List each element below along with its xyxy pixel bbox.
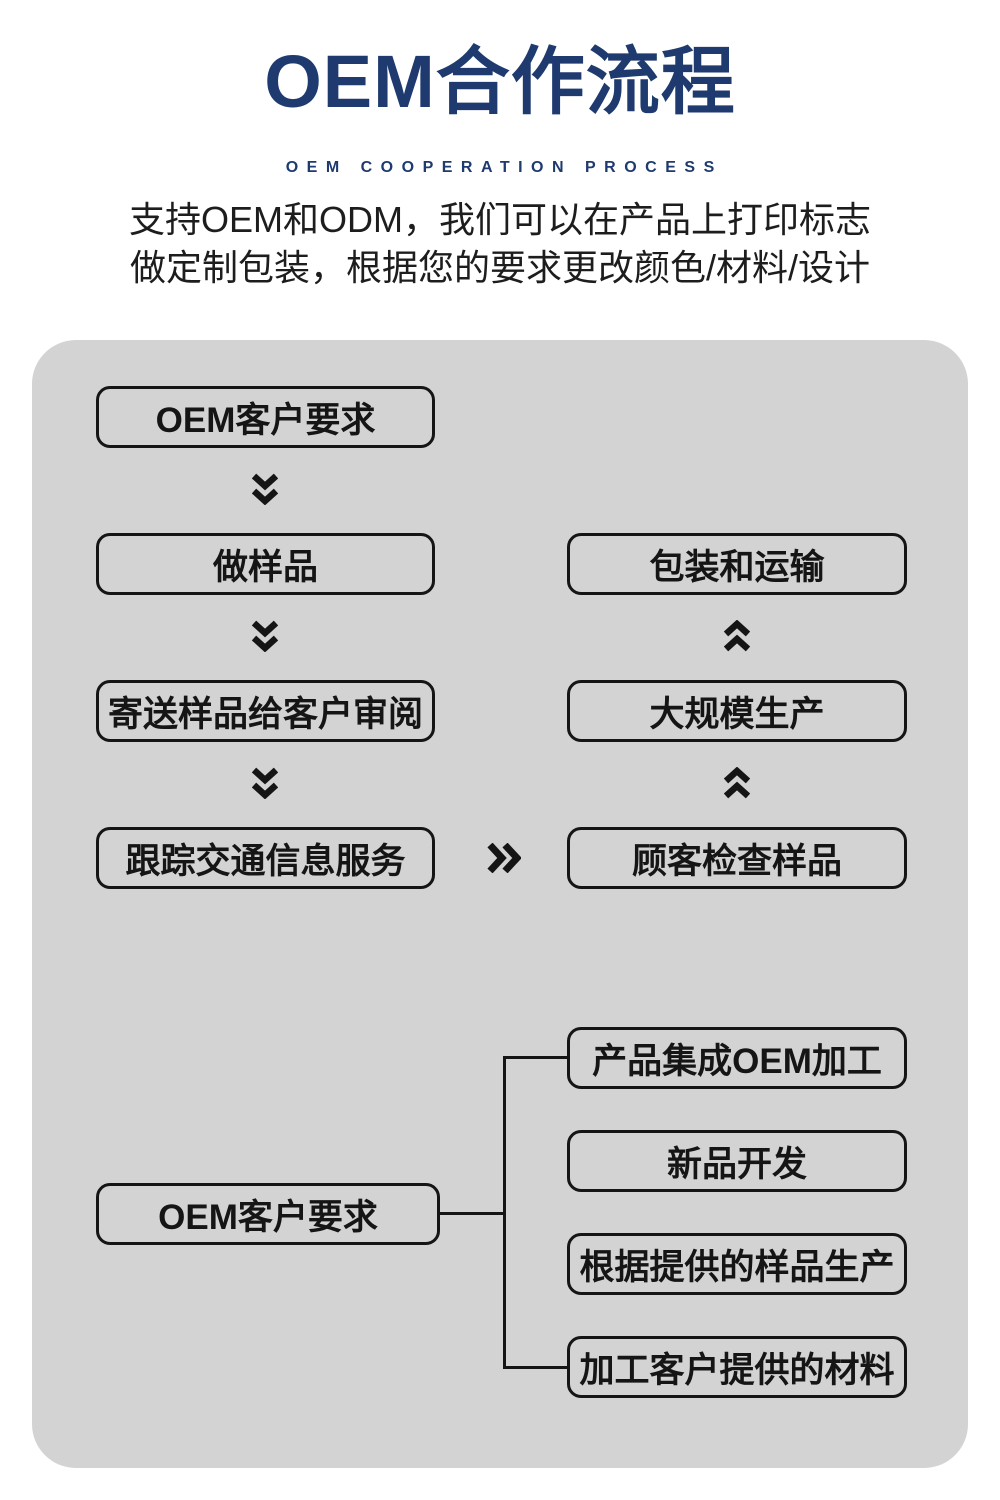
double-chevron-up-icon	[724, 767, 750, 799]
tree-connector-line	[440, 1212, 506, 1215]
description-line-2: 做定制包装，根据您的要求更改颜色/材料/设计	[129, 247, 870, 288]
tree-connector-line	[503, 1056, 506, 1369]
double-chevron-down-icon	[252, 767, 278, 799]
double-chevron-right-icon	[487, 843, 521, 873]
flow-step-send-samples-for-review: 寄送样品给客户审阅	[96, 680, 435, 742]
double-chevron-up-icon	[724, 620, 750, 652]
tree-branch-new-product-development: 新品开发	[567, 1130, 907, 1192]
page-title: OEM合作流程	[264, 40, 736, 123]
flow-step-customer-checks-samples: 顾客检查样品	[567, 827, 907, 889]
flow-step-oem-customer-requirements: OEM客户要求	[96, 386, 435, 448]
tree-root-oem-customer-requirements: OEM客户要求	[96, 1183, 440, 1245]
page-subtitle: OEM COOPERATION PROCESS	[285, 159, 723, 176]
flow-step-packaging-and-transport: 包装和运输	[567, 533, 907, 595]
tree-branch-product-integration-oem: 产品集成OEM加工	[567, 1027, 907, 1089]
flow-step-track-transport-info: 跟踪交通信息服务	[96, 827, 435, 889]
flow-step-make-samples: 做样品	[96, 533, 435, 595]
description: 支持OEM和ODM，我们可以在产品上打印标志 做定制包装，根据您的要求更改颜色/…	[0, 196, 1000, 292]
tree-branch-process-customer-material: 加工客户提供的材料	[567, 1336, 907, 1398]
tree-branch-produce-per-sample: 根据提供的样品生产	[567, 1233, 907, 1295]
double-chevron-down-icon	[252, 473, 278, 505]
tree-connector-line	[503, 1366, 567, 1369]
flow-step-mass-production: 大规模生产	[567, 680, 907, 742]
description-line-1: 支持OEM和ODM，我们可以在产品上打印标志	[129, 199, 871, 240]
tree-connector-line	[503, 1056, 567, 1059]
flowchart-panel: OEM客户要求 做样品 寄送样品给客户审阅 跟踪交通信息服务 包装和运输 大规模…	[32, 340, 968, 1468]
double-chevron-down-icon	[252, 620, 278, 652]
